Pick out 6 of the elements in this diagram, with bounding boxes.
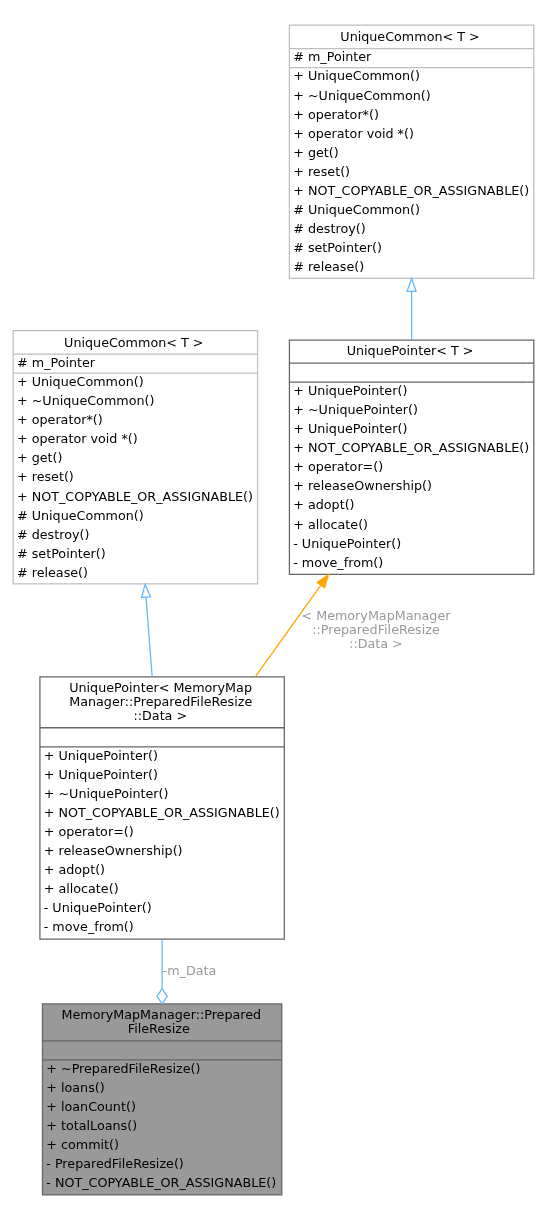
arrow [140, 582, 153, 678]
edge-label: -m_Data [162, 962, 217, 978]
arrow [406, 276, 417, 341]
edge-label: < MemoryMapManager ::PreparedFileResize ::Data > [301, 607, 451, 651]
arrow [254, 573, 330, 678]
connector [156, 938, 168, 1006]
